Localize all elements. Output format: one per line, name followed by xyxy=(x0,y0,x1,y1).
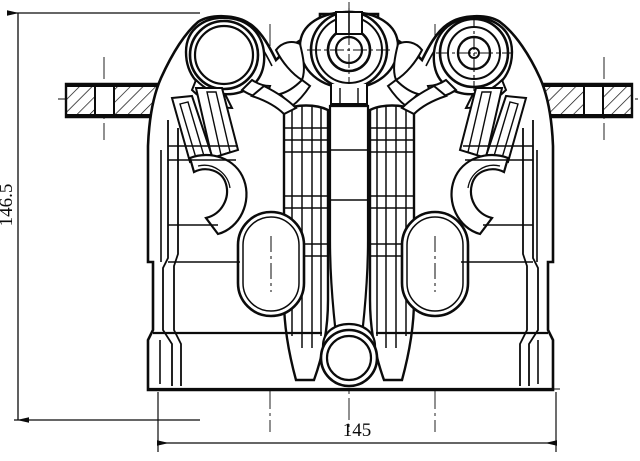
dimension-overall-width: 145 xyxy=(157,392,557,452)
body-side-walls xyxy=(162,120,539,386)
height-dimension-text: 146.5 xyxy=(0,184,17,227)
center-right-column xyxy=(368,104,416,382)
right-arm-lower-hook xyxy=(450,153,510,236)
lower-body-edge xyxy=(148,331,553,391)
body-shoulder-lines xyxy=(168,145,533,263)
bottom-bleed-boss xyxy=(319,322,379,388)
right-flange-gap xyxy=(583,85,604,116)
left-boss-ring-inner xyxy=(193,24,255,86)
left-arm-lower-hook xyxy=(188,153,248,236)
left-bolt-boss xyxy=(184,16,272,110)
right-oval-slot xyxy=(400,210,470,318)
right-boss-crosshair xyxy=(436,15,512,91)
center-pivot-boss xyxy=(298,8,400,105)
bottom-boss-inner xyxy=(325,334,373,382)
upper-connecting-web xyxy=(249,84,449,116)
left-flange-gap xyxy=(94,85,115,116)
left-section-flange xyxy=(64,82,187,119)
width-dimension-text: 145 xyxy=(343,420,372,441)
right-section-flange xyxy=(511,82,634,119)
dimension-overall-height: 146.5 xyxy=(0,10,200,423)
left-oval-slot xyxy=(236,210,306,318)
